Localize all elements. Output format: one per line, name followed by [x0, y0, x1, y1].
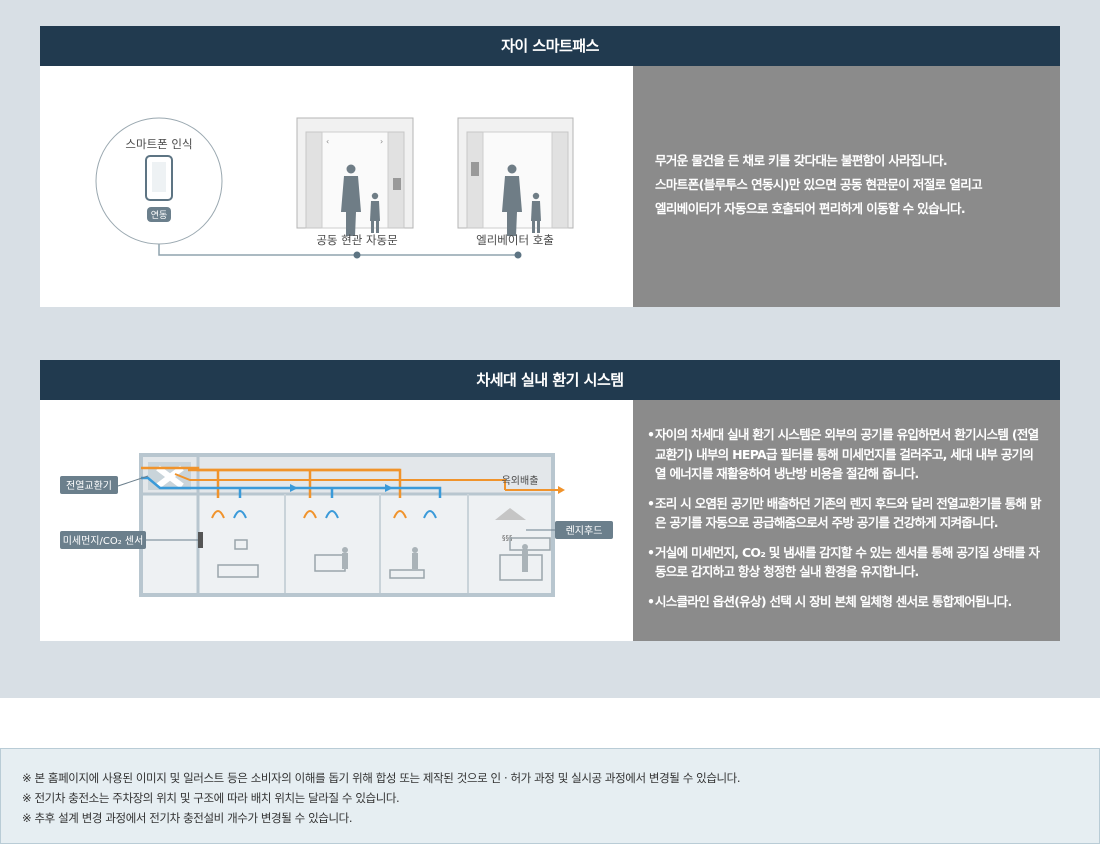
section-title: 자이 스마트패스	[40, 26, 1060, 66]
link-badge: 연동	[151, 210, 168, 221]
notice-line: ※ 추후 설계 변경 과정에서 전기차 충전설비 개수가 변경될 수 있습니다.	[22, 811, 353, 825]
door-label: 공동 현관 자동문	[316, 233, 397, 247]
description-line: 스마트폰(블루투스 연동시)만 있으면 공동 현관문이 저절로 열리고	[655, 177, 983, 192]
elevator-node	[514, 251, 522, 259]
section-title: 차세대 실내 환기 시스템	[40, 360, 1060, 400]
description-line: 무거운 물건을 든 채로 키를 갖다대는 불편함이 사라집니다.	[655, 153, 948, 168]
svg-text:›: ›	[380, 137, 383, 146]
door-node	[353, 251, 361, 259]
elevator-label: 엘리베이터 호출	[476, 233, 554, 247]
notice-line: ※ 전기차 충전소는 주차장의 위치 및 구조에 따라 배치 위치는 달라질 수…	[22, 791, 400, 805]
notice-box: ※ 본 홈페이지에 사용된 이미지 및 일러스트 등은 소비자의 이해를 돕기 …	[0, 748, 1100, 844]
phone-label: 스마트폰 인식	[125, 137, 192, 151]
smartpass-description: 무거운 물건을 든 채로 키를 갖다대는 불편함이 사라집니다. 스마트폰(블루…	[633, 66, 1060, 307]
ventilation-description: 자이의 차세대 실내 환기 시스템은 외부의 공기를 유입하면서 환기시스템 (…	[633, 400, 1060, 641]
auto-door-icon: ‹ ›	[296, 117, 414, 236]
bullet-item: 조리 시 오염된 공기만 배출하던 기존의 렌지 후드와 달리 전열교환기를 통…	[647, 494, 1044, 533]
ventilation-section: 차세대 실내 환기 시스템	[40, 360, 1060, 641]
sensor-label: 미세먼지/CO₂ 센서	[63, 535, 144, 547]
svg-text:‹: ‹	[326, 137, 329, 146]
bullet-item: 시스클라인 옵션(유상) 선택 시 장비 본체 일체형 센서로 통합제어됩니다.	[647, 592, 1044, 612]
hood-label: 렌지후드	[566, 525, 603, 537]
bullet-item: 거실에 미세먼지, CO₂ 및 냄새를 감지할 수 있는 센서를 통해 공기질 …	[647, 543, 1044, 582]
exhaust-label: 옥외배출	[502, 475, 539, 487]
erv-label: 전열교환기	[66, 480, 112, 492]
ventilation-illustration: 옥외배출 §§§	[60, 453, 613, 597]
section-body: 옥외배출 §§§	[40, 400, 1060, 641]
smartpass-section: 자이 스마트패스 스마트폰 인식 연동 ‹ ›	[40, 26, 1060, 307]
svg-text:§§§: §§§	[502, 534, 513, 542]
smartpass-illustration: 스마트폰 인식 연동 ‹ › 공동 현관	[95, 117, 574, 259]
section-body: 스마트폰 인식 연동 ‹ › 공동 현관	[40, 66, 1060, 307]
description-line: 엘리베이터가 자동으로 호출되어 편리하게 이동할 수 있습니다.	[655, 201, 966, 216]
notice-line: ※ 본 홈페이지에 사용된 이미지 및 일러스트 등은 소비자의 이해를 돕기 …	[22, 771, 741, 785]
elevator-icon	[457, 117, 574, 236]
bullet-item: 자이의 차세대 실내 환기 시스템은 외부의 공기를 유입하면서 환기시스템 (…	[647, 425, 1044, 484]
